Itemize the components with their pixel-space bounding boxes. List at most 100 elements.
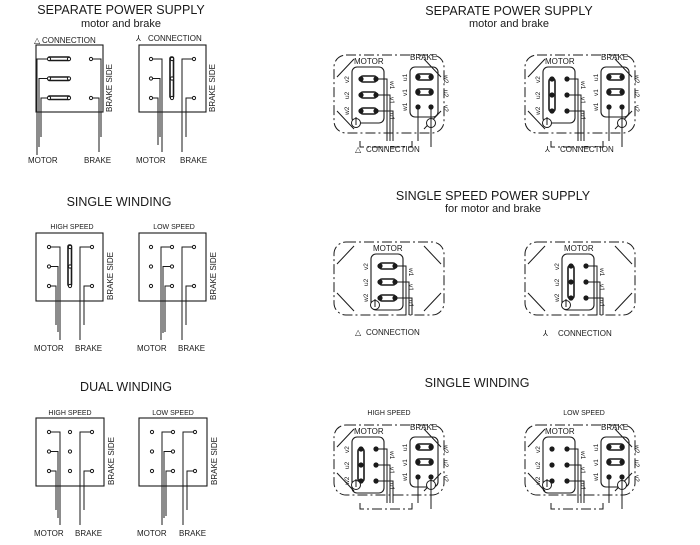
terminal	[606, 89, 612, 95]
star-symbol-icon: ⅄	[135, 34, 141, 43]
brake-side-label: BRAKE SIDE	[106, 252, 115, 300]
terminal-label: u2	[633, 90, 640, 98]
enclosure	[524, 241, 636, 316]
terminal	[428, 474, 434, 480]
link-bar	[47, 56, 71, 62]
star-symbol-icon: ⅄	[544, 145, 550, 154]
terminal-label: u1	[407, 300, 414, 308]
terminal-label: u1	[593, 443, 600, 451]
terminal-label: v2	[344, 446, 351, 453]
left-section-3-title: DUAL WINDING	[80, 380, 172, 394]
terminal-label: w1	[402, 472, 409, 482]
enclosure	[524, 424, 636, 496]
terminal-label: u2	[535, 461, 542, 469]
brake-label: BRAKE	[180, 156, 207, 165]
right-section-1-title: SEPARATE POWER SUPPLY	[425, 4, 593, 18]
left-panel-single-high: HIGH SPEED BRAKE SIDE MOTOR BRAKE	[34, 224, 115, 353]
terminal	[606, 104, 612, 110]
terminal	[373, 76, 379, 82]
terminal	[549, 92, 555, 98]
motor-lead	[378, 464, 391, 503]
terminal-label: v1	[579, 467, 586, 474]
motor-label: MOTOR	[354, 57, 384, 66]
terminal-box	[35, 232, 104, 302]
right-section-2-subtitle: for motor and brake	[445, 203, 541, 215]
terminal-label: v2	[344, 76, 351, 83]
terminal	[568, 279, 574, 285]
terminal	[619, 74, 625, 80]
brake-side-label: BRAKE SIDE	[209, 252, 218, 300]
brake-terminal-block	[409, 436, 439, 488]
terminal-label: v1	[579, 97, 586, 104]
motor-label: MOTOR	[34, 529, 64, 538]
terminal	[428, 104, 434, 110]
box-heading: HIGH SPEED	[367, 410, 410, 417]
terminal-label: w2	[554, 293, 561, 303]
motor-lead	[397, 281, 410, 315]
terminal	[358, 446, 364, 452]
lead-bundle	[359, 141, 413, 148]
terminal-label: w1	[388, 80, 395, 90]
brake-side-label: BRAKE SIDE	[107, 437, 116, 485]
panel-heading: HIGH SPEED	[48, 410, 91, 417]
terminal	[606, 74, 612, 80]
terminal-label: v2	[633, 475, 640, 482]
motor-label: MOTOR	[545, 427, 575, 436]
corner-mark	[336, 245, 355, 265]
motor-lead	[588, 265, 598, 315]
panel-heading: CONNECTION	[148, 34, 202, 43]
brake-label: BRAKE	[410, 423, 437, 432]
motor-lead	[397, 265, 407, 315]
corner-mark	[336, 292, 355, 312]
terminal-label: u2	[633, 460, 640, 468]
terminal	[377, 279, 383, 285]
corner-mark	[527, 58, 546, 78]
corner-mark	[423, 245, 442, 265]
terminal-label: w2	[442, 444, 449, 454]
terminal	[415, 474, 421, 480]
terminal-label: v1	[598, 284, 605, 291]
brake-side-label: BRAKE SIDE	[210, 437, 219, 485]
terminal-label: w2	[344, 476, 351, 486]
left-section-1-title: SEPARATE POWER SUPPLY	[37, 3, 205, 17]
terminal	[358, 108, 364, 114]
terminal-label: v1	[388, 97, 395, 104]
corner-mark	[336, 428, 355, 448]
terminal	[619, 444, 625, 450]
lead-bundle	[550, 141, 604, 148]
terminal	[415, 89, 421, 95]
motor-label: MOTOR	[137, 529, 167, 538]
terminal-label: w1	[579, 80, 586, 90]
terminal	[358, 76, 364, 82]
terminal	[606, 444, 612, 450]
terminal	[392, 279, 398, 285]
right-section-2-title: SINGLE SPEED POWER SUPPLY	[396, 189, 591, 203]
motor-label: MOTOR	[136, 156, 166, 165]
left-panel-separate-delta: △ CONNECTION BRAKE SIDE MOTOR BRAKE	[28, 36, 114, 165]
box-caption: CONNECTION	[366, 145, 420, 154]
box-caption: CONNECTION	[558, 329, 612, 338]
terminal-box	[138, 44, 207, 113]
brake-label: BRAKE	[75, 344, 102, 353]
motor-lead	[588, 281, 601, 315]
brake-terminal-block	[409, 66, 439, 118]
terminal-label: u1	[598, 300, 605, 308]
left-panel-single-low: LOW SPEED BRAKE SIDE MOTOR BRAKE	[137, 224, 218, 353]
motor-lead	[569, 464, 582, 503]
delta-symbol-icon: △	[355, 145, 362, 154]
brake-label: BRAKE	[75, 529, 102, 538]
terminal	[392, 295, 398, 301]
motor-lead	[378, 94, 391, 141]
terminal-label: v1	[402, 459, 409, 466]
brake-label: BRAKE	[84, 156, 111, 165]
brake-label: BRAKE	[601, 423, 628, 432]
enclosure	[333, 424, 445, 496]
panel-heading: LOW SPEED	[152, 410, 194, 417]
brake-side-label: BRAKE SIDE	[208, 64, 217, 112]
terminal-label: w2	[344, 106, 351, 116]
delta-symbol-icon: △	[34, 36, 41, 45]
terminal	[606, 459, 612, 465]
